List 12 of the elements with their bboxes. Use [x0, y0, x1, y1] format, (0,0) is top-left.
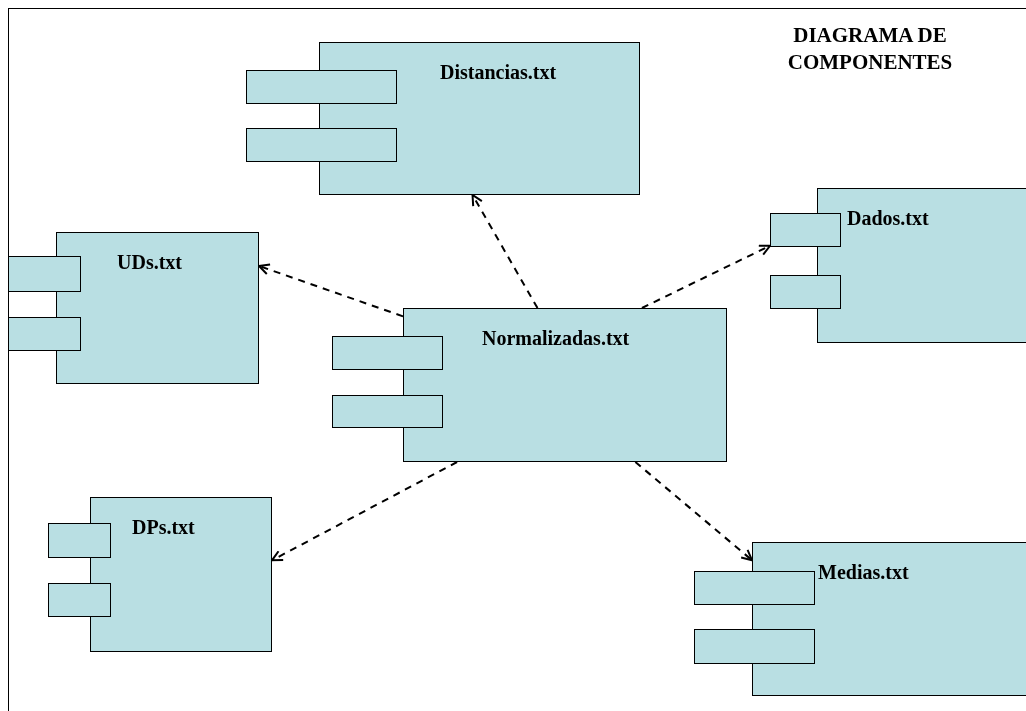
component-label: UDs.txt — [117, 250, 182, 274]
diagram-title: DIAGRAMA DE COMPONENTES — [786, 22, 954, 76]
dependency-arrow — [471, 194, 539, 309]
component-label: Dados.txt — [847, 206, 929, 230]
component-label: Distancias.txt — [440, 60, 557, 84]
dependency-arrow — [258, 263, 404, 318]
dependency-arrow — [640, 244, 771, 309]
dependency-arrow — [634, 461, 753, 562]
component-label: DPs.txt — [132, 515, 195, 539]
dependency-arrow — [271, 461, 459, 562]
component-label: Normalizadas.txt — [482, 326, 630, 350]
component-label: Medias.txt — [818, 560, 909, 584]
